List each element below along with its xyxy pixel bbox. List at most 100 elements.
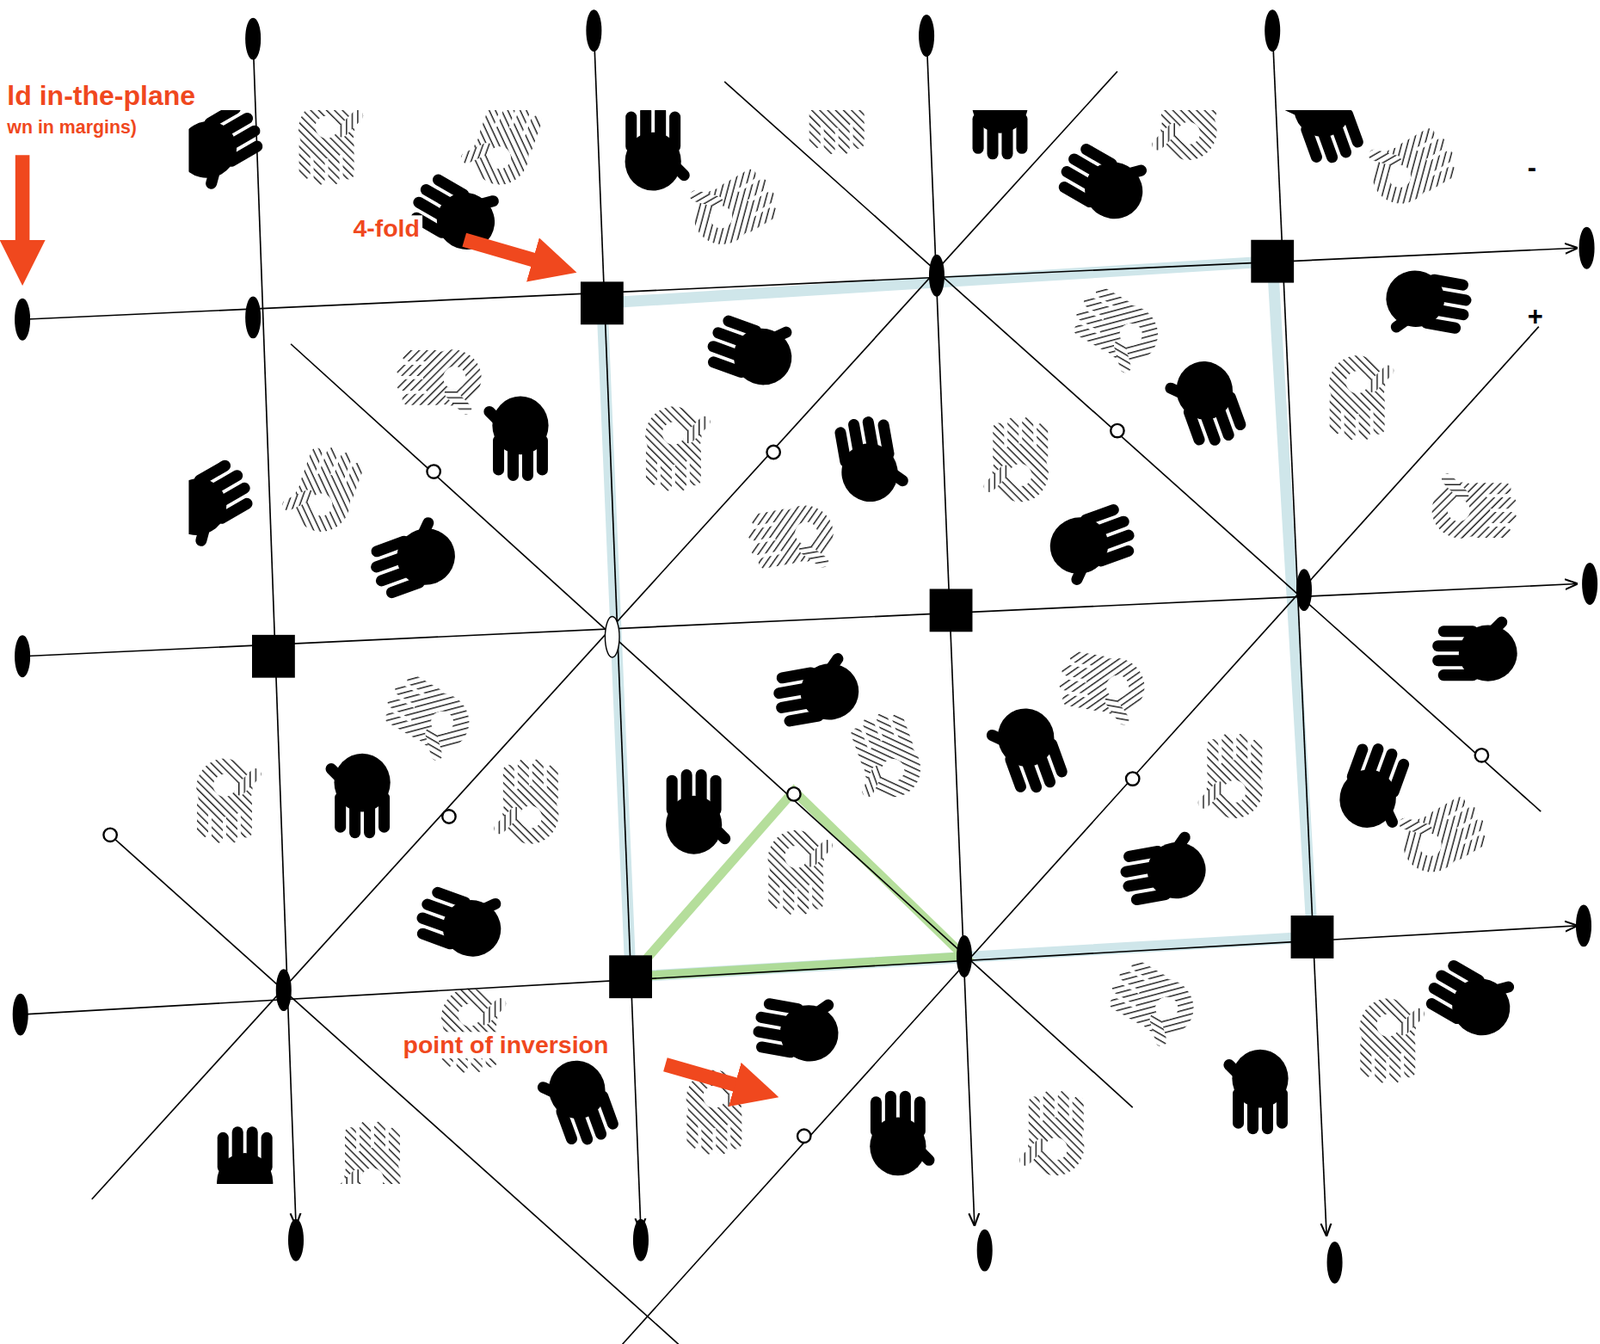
callout-text: 4-fold <box>350 215 424 242</box>
finger <box>344 1126 357 1168</box>
finger <box>1190 110 1202 116</box>
hatched-hand <box>275 436 368 540</box>
thumb <box>481 403 514 436</box>
fourfold-symbol <box>580 281 624 325</box>
finger <box>625 111 637 153</box>
hatched-hand <box>1356 113 1464 215</box>
callout-arrow <box>664 1064 762 1092</box>
twofold-symbol <box>957 935 973 977</box>
thumb <box>1069 551 1094 587</box>
hatched-hand <box>768 830 836 916</box>
mirror-line <box>926 36 975 1225</box>
finger <box>430 885 473 910</box>
finger <box>1344 400 1356 441</box>
finger <box>1060 663 1103 682</box>
finger <box>232 1126 244 1167</box>
thumb <box>689 189 725 210</box>
finger <box>1470 526 1512 538</box>
hatched-hand <box>396 349 482 417</box>
fourfold-symbol <box>252 634 296 678</box>
fourfold-symbol <box>1250 240 1294 284</box>
palm-hole <box>1415 829 1447 861</box>
finger <box>369 534 413 559</box>
finger <box>1432 640 1473 652</box>
twofold-symbol <box>1579 227 1594 269</box>
finger <box>328 144 340 185</box>
thumb <box>1112 163 1148 184</box>
mirror-line <box>622 326 1539 1344</box>
palm-hole <box>1447 498 1471 522</box>
finger <box>1236 733 1248 775</box>
finger <box>349 797 361 838</box>
finger <box>1161 110 1173 122</box>
black-hand <box>1379 265 1476 347</box>
twofold-symbol <box>15 299 31 340</box>
mirror-line <box>290 344 1133 1108</box>
finger <box>710 775 722 816</box>
hatched-hand <box>1150 110 1218 160</box>
thumb <box>467 896 504 921</box>
finger <box>914 1095 926 1137</box>
inversion-symbol <box>103 828 117 842</box>
finger <box>1438 669 1479 681</box>
black-hand <box>410 872 513 965</box>
finger <box>1329 393 1342 435</box>
black-hand <box>979 700 1072 803</box>
finger <box>536 435 548 476</box>
thumb <box>1102 692 1132 727</box>
black-hand <box>1042 499 1145 592</box>
black-hand <box>188 110 276 198</box>
inversion-symbol <box>1475 748 1489 762</box>
finger <box>1015 113 1028 154</box>
palm-hole <box>1009 463 1032 487</box>
thumb <box>817 651 846 686</box>
twofold-symbol <box>246 18 261 59</box>
finger <box>1043 1090 1055 1132</box>
finger <box>772 681 815 700</box>
finger <box>747 523 790 542</box>
finger <box>640 110 652 147</box>
black-hand <box>1157 353 1250 456</box>
finger <box>343 139 355 180</box>
palm-hole <box>1104 673 1131 700</box>
black-hand <box>749 984 845 1066</box>
finger <box>666 775 678 816</box>
thumb <box>333 110 366 140</box>
finger <box>695 769 708 810</box>
fourfold-axes <box>252 240 1334 998</box>
thumb <box>204 154 225 191</box>
finger <box>681 769 693 810</box>
finger <box>838 113 850 154</box>
black-hand <box>832 411 914 507</box>
thumb <box>984 727 1021 752</box>
mirror-line <box>110 834 679 1344</box>
sign-mark: - <box>1524 153 1539 183</box>
twofold-symbol <box>1265 10 1280 51</box>
callout-arrows <box>22 154 762 1092</box>
finger <box>1403 1036 1416 1077</box>
palm-hole <box>485 143 514 173</box>
finger <box>1036 422 1048 463</box>
finger <box>532 758 544 800</box>
hatched-hand <box>492 758 560 844</box>
finger <box>1107 996 1149 1027</box>
finger <box>654 110 666 147</box>
palm-hole <box>1177 122 1200 145</box>
finger <box>812 868 824 910</box>
black-hand <box>665 769 733 855</box>
finger <box>809 110 821 149</box>
finger <box>492 435 505 476</box>
finger <box>240 797 253 838</box>
finger <box>503 764 515 806</box>
finger <box>299 139 311 180</box>
twofold-symbol <box>919 15 935 56</box>
hatched-hand <box>1061 281 1169 382</box>
finger <box>986 118 998 160</box>
finger <box>686 1107 698 1149</box>
black-hand <box>1114 826 1211 908</box>
finger <box>1003 751 1028 794</box>
finger <box>334 792 346 833</box>
thumb <box>801 996 837 1026</box>
palm-hole <box>702 1085 726 1108</box>
